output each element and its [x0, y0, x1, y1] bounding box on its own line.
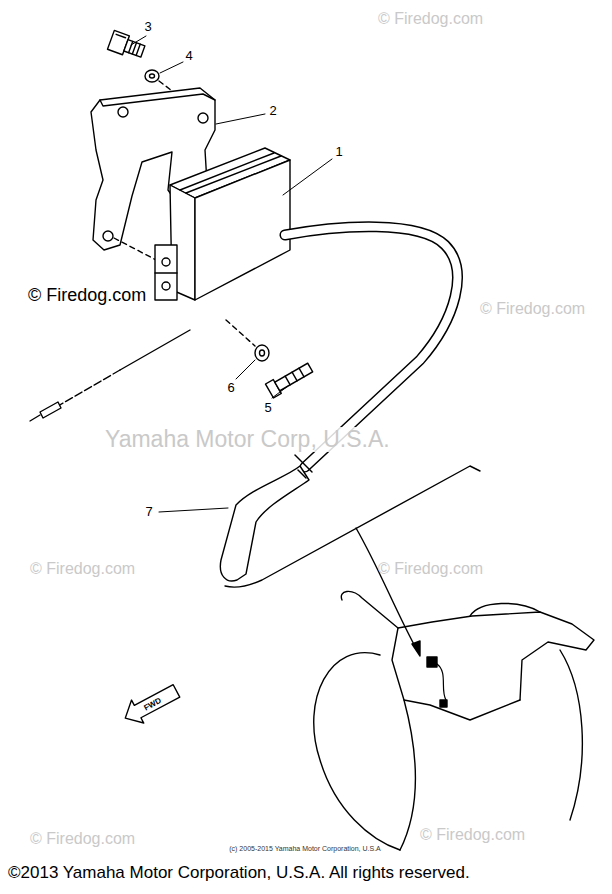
callout-number: 7 [145, 505, 152, 519]
watermark: © Firedog.com [30, 830, 135, 848]
copyright-note: (c) 2005-2015 Yamaha Motor Corporation, … [229, 845, 380, 853]
plug-cap [220, 466, 309, 581]
watermark: Yamaha Motor Corp, U.S.A. [105, 427, 390, 452]
forward-arrow [119, 679, 182, 729]
washer-4 [145, 70, 159, 82]
watermark: © Firedog.com [30, 560, 135, 578]
callout-number: 5 [264, 401, 271, 415]
bolt-5 [265, 361, 314, 398]
callout-number: 6 [227, 381, 234, 395]
callout-number: 3 [144, 20, 151, 34]
ignition-coil [155, 148, 290, 300]
watermark: © Firedog.com [28, 286, 146, 306]
callout-number: 1 [335, 145, 342, 159]
watermark: © Firedog.com [378, 10, 483, 28]
watermark: © Firedog.com [420, 826, 525, 844]
bolt-3 [107, 30, 146, 60]
washer-6 [255, 345, 269, 361]
direction-label: FWD [143, 697, 163, 713]
copyright-line: ©2013 Yamaha Motor Corporation, U.S.A. A… [8, 864, 470, 883]
watermark: © Firedog.com [480, 300, 585, 318]
watermark: © Firedog.com [378, 560, 483, 578]
callout-number: 2 [269, 104, 276, 118]
motorcycle-outline [314, 591, 594, 850]
callout-number: 4 [185, 49, 192, 63]
